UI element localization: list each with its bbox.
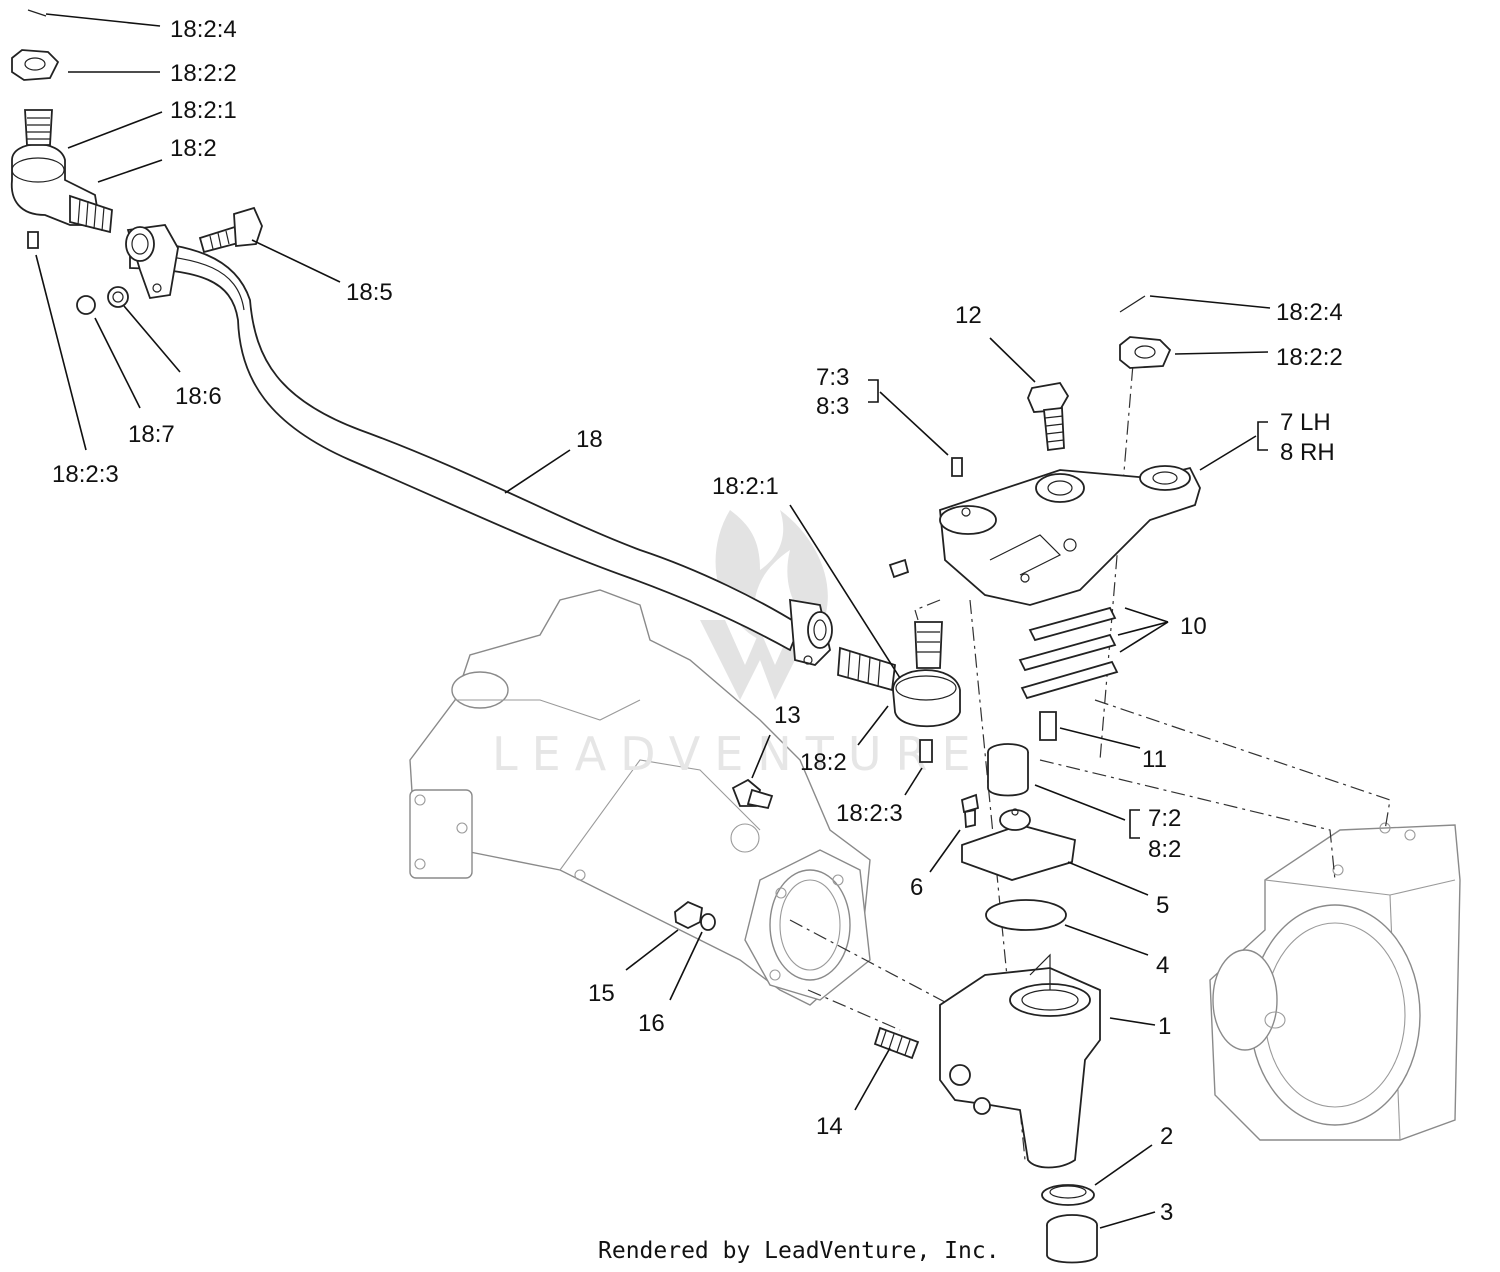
callout-13: 13 — [774, 702, 801, 729]
wheel-hub-ghost — [1209, 822, 1461, 1141]
cap-plate-5 — [960, 793, 1076, 881]
callout-11: 11 — [1142, 746, 1167, 773]
callout-5: 5 — [1156, 892, 1169, 919]
callout-2: 2 — [1160, 1123, 1173, 1150]
callout-18-6: 18:6 — [175, 383, 222, 410]
callout-12: 12 — [955, 302, 982, 329]
bolt-12 — [1027, 382, 1070, 452]
tie-rod-end-right — [837, 621, 961, 763]
callout-6: 6 — [910, 874, 923, 901]
steering-knuckle-1 — [939, 953, 1101, 1169]
callout-10: 10 — [1180, 613, 1207, 640]
callout-8-3: 8:3 — [816, 393, 849, 420]
tie-rod-end-left — [10, 9, 129, 315]
callout-18-2-4-top: 18:2:4 — [170, 16, 237, 43]
callout-18-2-3-mid: 18:2:3 — [836, 800, 903, 827]
callout-18-2-top: 18:2 — [170, 135, 217, 162]
callout-18-2-3-top: 18:2:3 — [52, 461, 119, 488]
callout-labels: 18:2:4 18:2:2 18:2:1 18:2 18:5 18:6 18:7… — [52, 16, 1343, 1226]
callout-7-lh: 7 LH — [1280, 409, 1331, 436]
leader-lines — [35, 13, 1271, 1229]
grease-fitting-7-3 — [951, 457, 963, 477]
callout-18: 18 — [576, 426, 603, 453]
castle-nut-right — [1119, 295, 1172, 369]
bearing-3 — [1046, 1214, 1098, 1264]
callout-16: 16 — [638, 1010, 665, 1037]
callout-7-2: 7:2 — [1148, 805, 1181, 832]
shims-10 — [1018, 606, 1119, 700]
washer-16 — [700, 913, 716, 931]
watermark-text: LEADVENTURE — [492, 727, 985, 781]
callout-18-7: 18:7 — [128, 421, 175, 448]
callout-18-2-2-right: 18:2:2 — [1276, 344, 1343, 371]
callout-18-5: 18:5 — [346, 279, 393, 306]
stud-14 — [873, 1026, 920, 1060]
callout-18-2-1-top: 18:2:1 — [170, 97, 237, 124]
tie-rod — [125, 224, 833, 666]
callout-18-2-mid: 18:2 — [800, 749, 847, 776]
callout-3: 3 — [1160, 1199, 1173, 1226]
callout-18-2-4-right: 18:2:4 — [1276, 299, 1343, 326]
bearing-2 — [1041, 1184, 1095, 1206]
callout-18-2-2-top: 18:2:2 — [170, 60, 237, 87]
callout-8-2: 8:2 — [1148, 836, 1181, 863]
callout-8-rh: 8 RH — [1280, 439, 1335, 466]
o-ring-4 — [985, 899, 1067, 931]
callout-4: 4 — [1156, 952, 1169, 979]
callout-1: 1 — [1158, 1013, 1171, 1040]
axle-housing-ghost — [409, 589, 871, 1006]
render-credit: Rendered by LeadVenture, Inc. — [598, 1238, 1000, 1264]
nut-15 — [674, 900, 703, 930]
callout-14: 14 — [816, 1113, 843, 1140]
pin-11 — [1039, 711, 1057, 741]
steering-arm — [888, 465, 1201, 606]
bushing-7-2 — [987, 743, 1029, 797]
bolt-13 — [731, 778, 774, 810]
callout-18-2-1-mid: 18:2:1 — [712, 473, 779, 500]
bolt-18-5 — [198, 206, 263, 254]
callout-7-3: 7:3 — [816, 364, 849, 391]
callout-15: 15 — [588, 980, 615, 1007]
